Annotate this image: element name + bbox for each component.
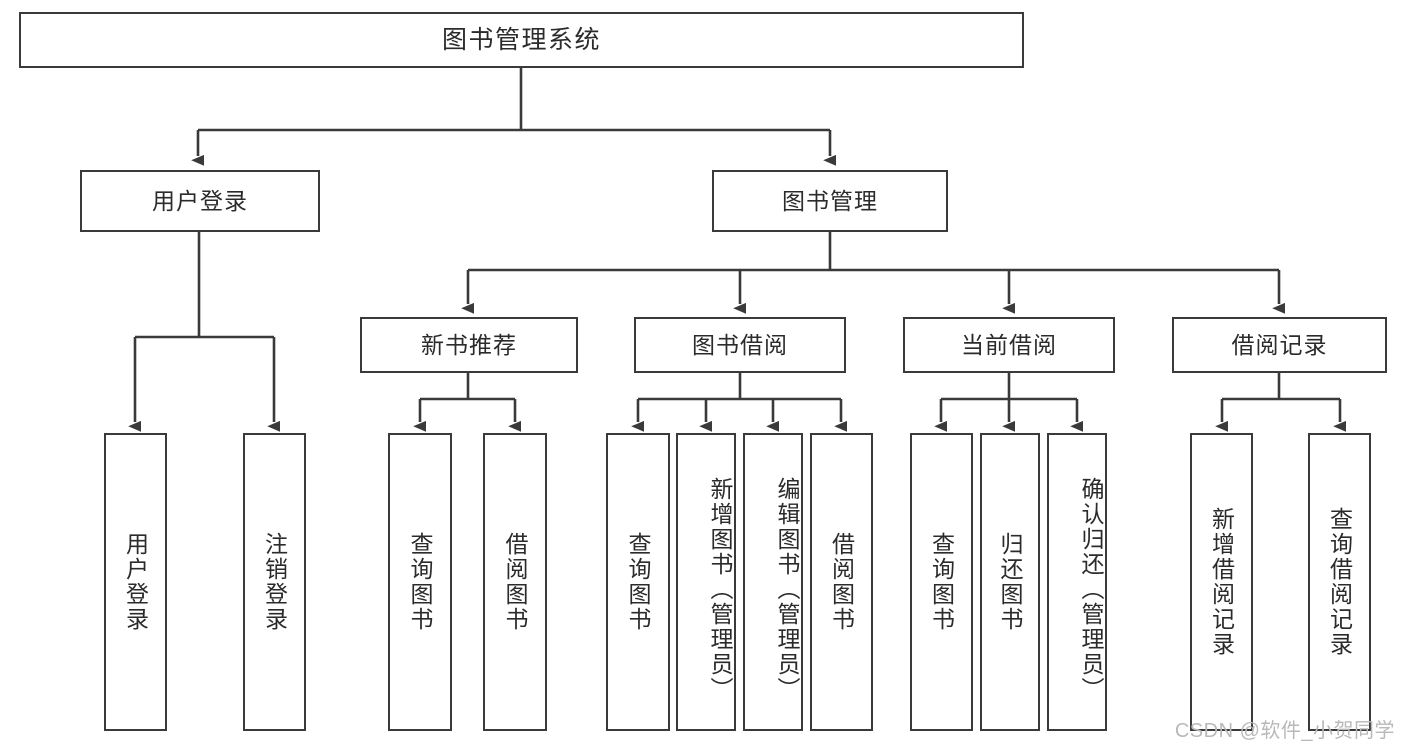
csdn-watermark: CSDN @软件_小贺同学 [1174, 720, 1395, 742]
node-new-book-recommend[interactable]: 新书推荐 [360, 317, 578, 373]
leaf-newbook-query-books[interactable]: 查询图书 [388, 433, 452, 731]
leaf-newbook-borrow-books[interactable]: 借阅图书 [483, 433, 547, 731]
leaf-current-query-books[interactable]: 查询图书 [910, 433, 973, 731]
node-root-book-management-system[interactable]: 图书管理系统 [19, 12, 1024, 68]
leaf-current-return-books[interactable]: 归还图书 [980, 433, 1040, 731]
leaf-borrow-borrow-books[interactable]: 借阅图书 [810, 433, 873, 731]
leaf-record-query-record[interactable]: 查询借阅记录 [1308, 433, 1371, 731]
leaf-user-login-logout[interactable]: 注销登录 [243, 433, 306, 731]
leaf-borrow-add-book-admin[interactable]: 新增图书（管理员） [676, 433, 736, 731]
node-book-borrow[interactable]: 图书借阅 [634, 317, 846, 373]
leaf-current-confirm-return-admin[interactable]: 确认归还（管理员） [1047, 433, 1107, 731]
leaf-user-login-login[interactable]: 用户登录 [104, 433, 167, 731]
node-book-management[interactable]: 图书管理 [712, 170, 948, 232]
leaf-borrow-edit-book-admin[interactable]: 编辑图书（管理员） [743, 433, 803, 731]
leaf-record-add-record[interactable]: 新增借阅记录 [1190, 433, 1253, 731]
leaf-borrow-query-books[interactable]: 查询图书 [606, 433, 670, 731]
node-user-login[interactable]: 用户登录 [80, 170, 320, 232]
node-current-borrow[interactable]: 当前借阅 [903, 317, 1115, 373]
node-borrow-record[interactable]: 借阅记录 [1172, 317, 1387, 373]
